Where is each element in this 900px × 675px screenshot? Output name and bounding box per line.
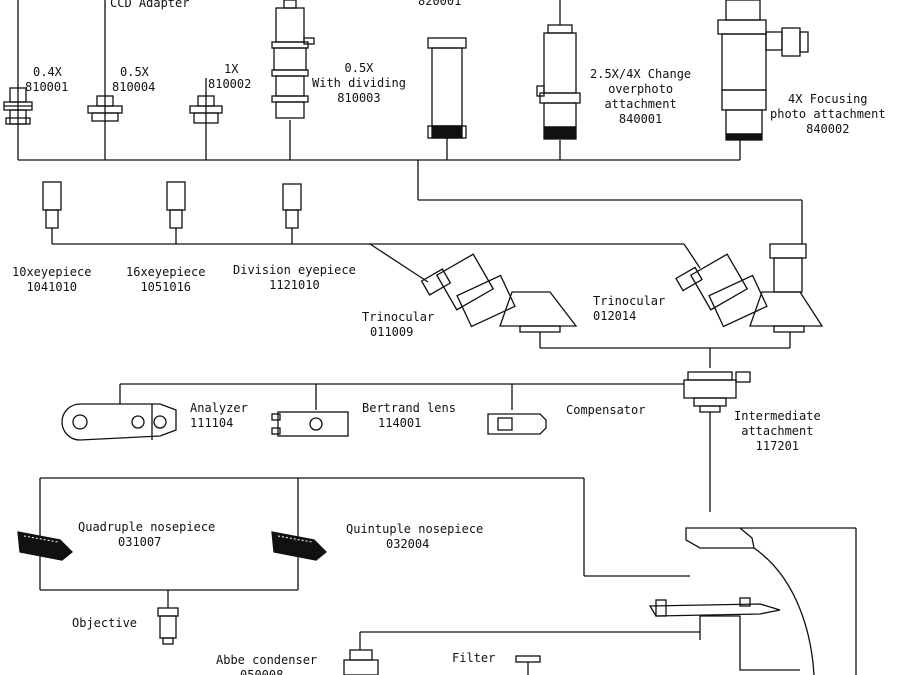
compensator-label: Compensator: [566, 403, 646, 417]
eyepiece-bus-lines: [51, 228, 701, 283]
analyzer-slider-icon: [61, 403, 177, 441]
eyepiece-10x-icon: [42, 181, 62, 229]
objective-label: Objective: [72, 616, 138, 630]
focusing-photo-attachment-icon: [717, 0, 809, 141]
bertrand-lens-slider-icon: [271, 411, 349, 437]
adapter-0-4x-icon: [3, 87, 33, 125]
adapter-0-5x-icon: [87, 95, 123, 122]
abbe-condenser-icon: [343, 649, 379, 675]
adapter-820001-code: 820001: [418, 0, 462, 8]
quintuple-nosepiece-icon: [271, 531, 327, 561]
top-bus-lines: [17, 0, 803, 244]
nosepiece-box-lines: [39, 477, 690, 608]
division-eyepiece-icon: [282, 183, 302, 229]
adapter-0-5x-dividing-icon: [271, 0, 315, 119]
quadruple-nosepiece-icon: [17, 531, 73, 561]
filter-icon: [515, 655, 541, 675]
trinocular-011009-icon: [420, 253, 578, 348]
accessory-bus-lines: [119, 383, 684, 410]
compensator-slider-icon: [487, 413, 547, 435]
change-overphoto-attachment-icon: [536, 24, 581, 140]
head-bus-lines: [540, 347, 790, 368]
ccd-adapter-label: CCD Adapter: [110, 0, 190, 10]
tv-adapter-820001-icon: [427, 37, 467, 139]
trinocular-012014-icon: [675, 243, 824, 348]
eyepiece-16x-icon: [166, 181, 186, 229]
objective-icon: [157, 607, 179, 645]
stand-bus-lines: [359, 631, 700, 650]
adapter-1x-icon: [189, 95, 223, 124]
filter-label: Filter: [452, 651, 496, 665]
intermediate-attachment-icon: [683, 371, 751, 512]
microscope-stand-icon: [648, 527, 857, 675]
